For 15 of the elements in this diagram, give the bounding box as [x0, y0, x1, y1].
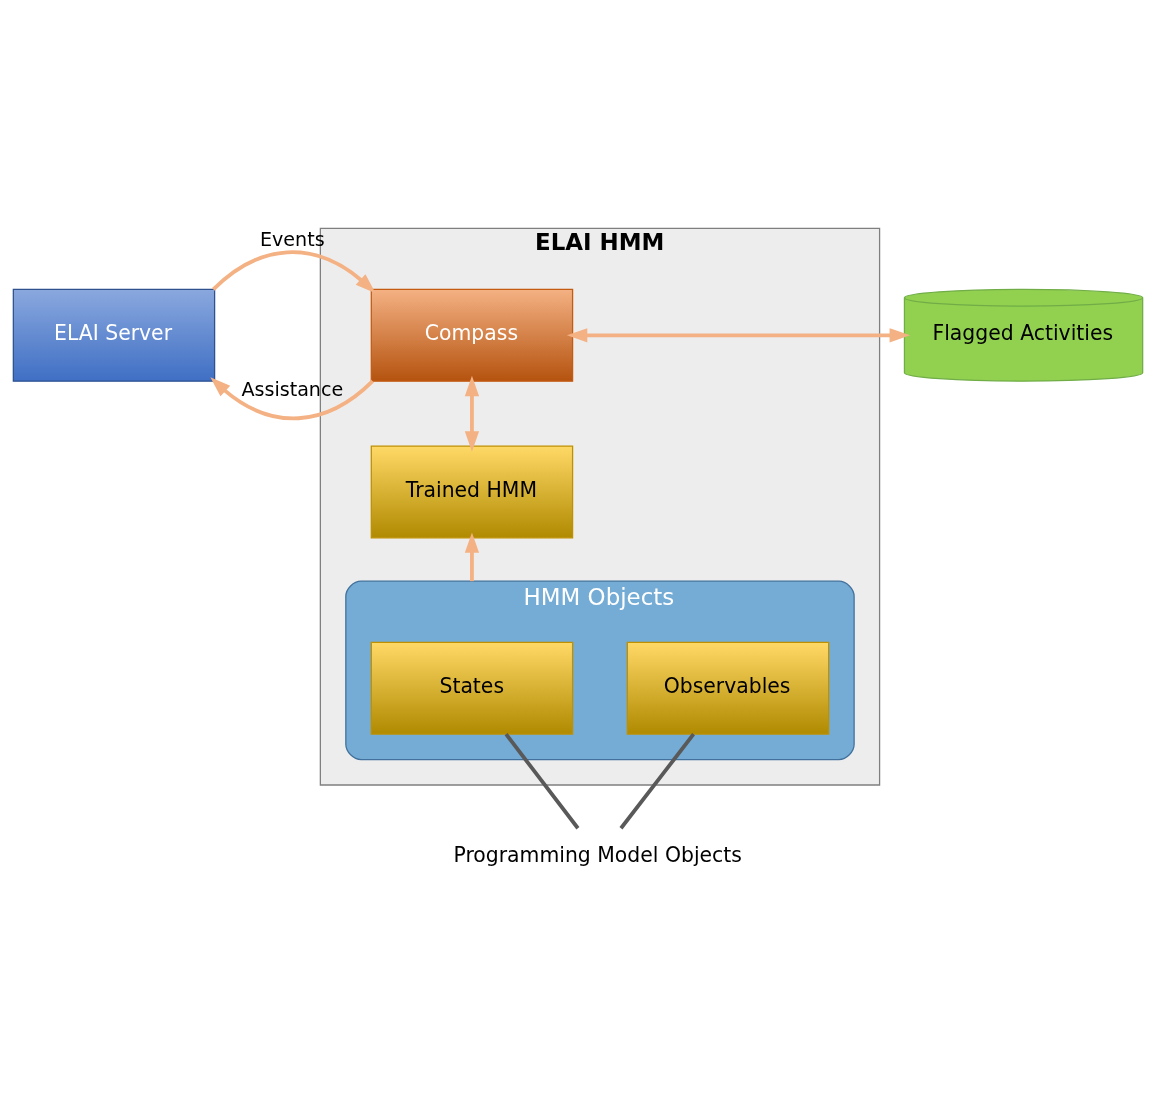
connector — [504, 732, 580, 829]
node-box: Observables — [626, 641, 830, 735]
node-box: Trained HMM — [370, 445, 574, 538]
node-text: Programming Model Objects — [453, 842, 742, 867]
node-box: ELAI Server — [12, 288, 216, 382]
connector — [619, 732, 696, 829]
arrow — [464, 531, 480, 581]
node-box: Compass — [370, 288, 574, 382]
arrow — [212, 249, 376, 293]
arrow — [464, 375, 480, 452]
edge-label: Events — [260, 227, 325, 251]
arrow — [566, 327, 910, 342]
arrow — [210, 376, 374, 420]
edge-label: Assistance — [241, 377, 344, 401]
node-box: States — [370, 641, 574, 735]
